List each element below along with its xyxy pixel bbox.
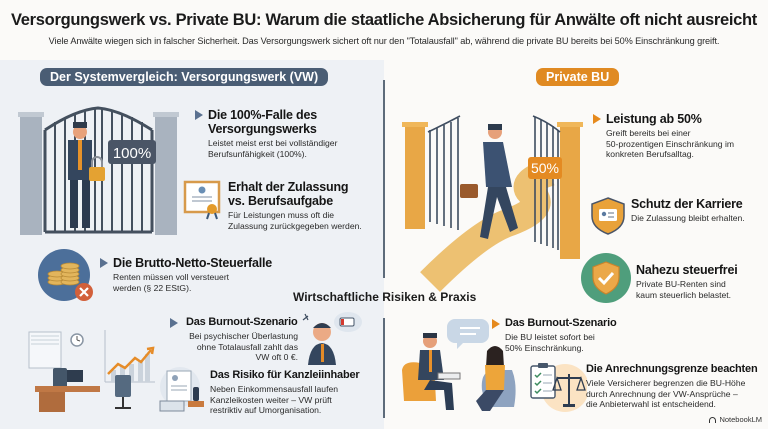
- practice-section-title: Wirtschaftliche Risiken & Praxis: [293, 290, 477, 304]
- shield-id-card-icon: [591, 197, 625, 235]
- page-subtitle: Viele Anwälte wiegen sich in falscher Si…: [48, 36, 720, 46]
- checklist-scales-icon: [530, 363, 587, 412]
- locked-gate-illustration: 100%: [18, 106, 179, 235]
- shield-check-icon: [581, 253, 631, 303]
- office-growth-illustration: [28, 330, 155, 412]
- bullet-arrow-icon: [195, 110, 203, 120]
- bullet-arrow-icon: [492, 319, 500, 329]
- bu-practice-anrechnungsgrenze: Die Anrechnungsgrenze beachten Viele Ver…: [586, 363, 758, 409]
- panel-divider-top: [383, 80, 385, 278]
- bu-item-karriere: Schutz der Karriere Die Zulassung bleibt…: [631, 197, 745, 223]
- notebooklm-watermark: NotebookLM: [709, 415, 762, 424]
- notebooklm-logo-icon: [709, 416, 717, 423]
- coins-tax-icon: [38, 249, 93, 301]
- bu-section-label: Private BU: [536, 68, 620, 86]
- consultation-illustration: [402, 319, 516, 411]
- bullet-arrow-icon: [593, 114, 601, 124]
- bullet-arrow-icon: [100, 258, 108, 268]
- vw-practice-burnout: Das Burnout-Szenario Bei psychischer Übe…: [170, 316, 298, 363]
- page-title: Versorgungswerk vs. Private BU: Warum di…: [11, 11, 757, 29]
- vw-practice-kanzleiinhaber: Das Risiko für Kanzleiinhaber Neben Eink…: [210, 369, 360, 415]
- svg-text:50%: 50%: [531, 160, 559, 176]
- documents-money-stamp-icon: [159, 367, 204, 412]
- bullet-arrow-icon: [170, 318, 178, 328]
- open-gate-illustration: 50%: [402, 115, 583, 292]
- vw-item-steuerfalle: Die Brutto-Netto-Steuerfalle Renten müss…: [100, 256, 313, 293]
- certificate-icon: [183, 180, 221, 220]
- stressed-lawyer-icon: [302, 312, 362, 365]
- svg-text:100%: 100%: [113, 145, 151, 162]
- bu-item-steuerfrei: Nahezu steuerfrei Private BU-Renten sind…: [636, 263, 738, 300]
- bu-item-leistung-50: Leistung ab 50% Greift bereits bei einer…: [593, 112, 766, 160]
- vw-section-label: Der Systemvergleich: Versorgungswerk (VW…: [40, 68, 329, 86]
- bu-practice-burnout: Das Burnout-Szenario Die BU leistet sofo…: [492, 317, 645, 353]
- panel-divider-bottom: [383, 318, 385, 418]
